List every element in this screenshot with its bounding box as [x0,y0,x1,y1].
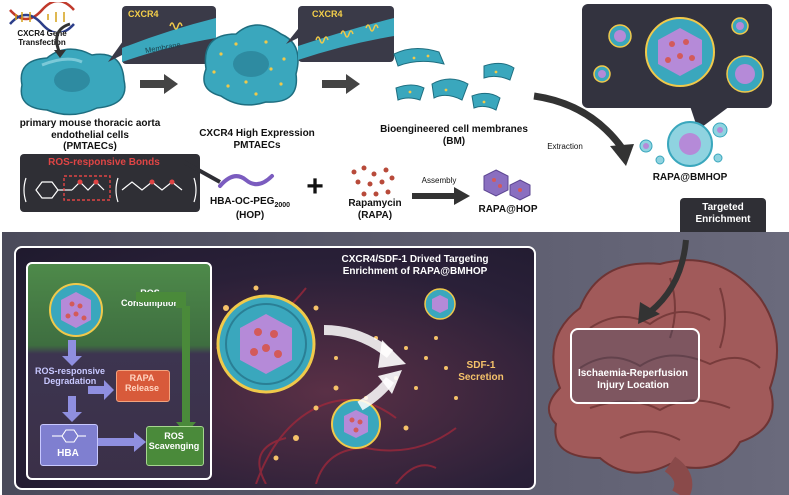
hba-box [40,424,98,466]
injury-location-label: Ischaemia-Reperfusion Injury Location [570,368,696,391]
injury-line-1: Ischaemia-Reperfusion [577,368,689,379]
polymer-structure [23,175,197,203]
rapamycin-abbr: (RAPA) [357,209,393,221]
process-arrow-2 [322,74,360,94]
rapa-hop-label: RAPA@HOP [478,204,538,215]
small-nanoparticle-bottom [331,399,381,449]
ros-consumption-line-2: Consumption [121,298,179,309]
nanoparticle-panel [582,4,772,130]
hop-label: HBA-OC-PEG2000 (HOP) [200,196,300,222]
process-arrow-1 [140,74,178,94]
large-nanoparticle [216,294,316,394]
enrichment-line: Enrichment [695,213,751,225]
rapa-bmhop-label: RAPA@BMHOP [652,172,728,183]
rapa-release-label: RAPA Release [116,373,168,394]
hba-structure [52,429,86,443]
cxcr4-callout-label-1: CXCR4 [128,9,159,19]
rapamycin-label: Rapamycin (RAPA) [340,198,410,221]
hba-label: HBA [57,448,79,459]
plus-sign: + [306,170,324,203]
pmtaec-caption-line-1: primary mouse thoracic aorta endothelial… [19,118,161,141]
ros-scavenging-box [146,426,204,466]
gene-transfection-label: CXCR4 Gene Transfection [17,29,67,48]
hop-polymer-icon [218,174,274,188]
brain-illustration [548,259,779,495]
rapa-release-line-2: Release [124,383,160,394]
high-expression-caption-line-2: PMTAECs [233,139,281,151]
rapamycin-dots [351,165,395,197]
targeting-title: CXCR4/SDF-1 Drived Targeting Enrichment … [300,254,530,277]
ros-degradation-label: ROS-responsive Degradation [30,366,110,387]
targeted-enrichment-box [680,198,766,238]
ros-degradation-line-2: Degradation [43,376,97,387]
sdf1-label: SDF-1 Secretion [446,360,516,383]
high-expression-caption: CXCR4 High Expression PMTAECs [192,128,322,151]
transfection-arrow [54,22,71,58]
hop-name-line: HBA-OC-PEG2000 [200,196,300,210]
hop-name: HBA-OC-PEG [209,196,275,207]
membrane-callout-1 [108,6,216,64]
membrane-fragments [393,48,515,111]
membrane-callout-2 [286,6,394,62]
rapa-bmhop-particles [639,121,728,167]
sdf1-line-1: SDF-1 [466,360,496,371]
ros-scavenging-label: ROS Scavenging [146,431,202,452]
bm-caption: Bioengineered cell membranes (BM) [364,124,544,147]
targeted-enrichment-label: Targeted Enrichment [680,202,766,225]
rapa-release-line-1: RAPA [129,373,155,383]
pmtaec-caption-line-2: (PMTAECs) [63,141,117,152]
high-expression-caption-line-1: CXCR4 High Expression [199,128,315,139]
ros-scavenging-line-2: Scavenging [148,441,200,452]
mechanism-nanoparticle [49,283,103,337]
hop-abbr: (HOP) [235,210,265,222]
extraction-arrow [533,92,634,166]
ros-scavenging-line-1: ROS [164,431,184,441]
assembly-label: Assembly [421,176,457,185]
injury-line-2: Injury Location [597,379,669,391]
rapamycin-name: Rapamycin [348,198,402,209]
pmtaec-caption: primary mouse thoracic aorta endothelial… [2,118,178,153]
movement-arrows [323,325,406,411]
small-nanoparticle-top [424,288,456,320]
targeting-title-line-2: Enrichment of RAPA@BMHOP [342,265,488,277]
ros-bonds-label: ROS-responsive Bonds [48,157,160,168]
hop-subscript: 2000 [274,202,291,209]
injury-location-box [570,328,700,404]
bm-caption-line-2: (BM) [442,135,466,147]
dna-icon [9,2,75,32]
endothelial-cell-illustration [20,48,126,116]
rapa-hop-particles [483,169,531,201]
extraction-label: Extraction [547,142,583,151]
targeted-line: Targeted [702,202,744,213]
assembly-arrow [412,187,470,205]
bm-caption-line-1: Bioengineered cell membranes [380,124,528,135]
targeting-title-line-1: CXCR4/SDF-1 Drived Targeting [341,254,489,265]
sdf1-line-2: Secretion [458,371,504,383]
cxcr4-callout-label-2: CXCR4 [312,9,343,19]
bonds-connector [183,160,221,184]
targeting-arrow [638,239,689,324]
cxcr4-high-expression-cell [203,24,299,106]
ros-degradation-line-1: ROS-responsive [34,366,106,376]
rapa-release-box [116,370,170,402]
